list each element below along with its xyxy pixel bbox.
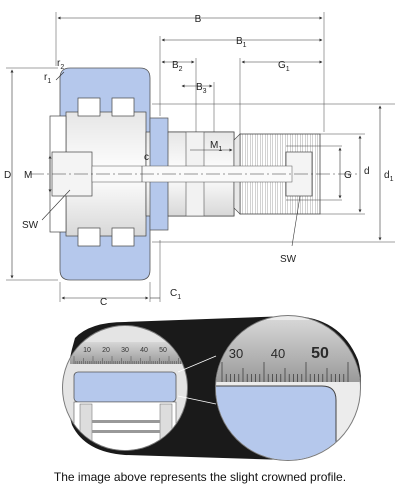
small-magnifier: 10 20 30 40 50 [63, 326, 187, 450]
ruler-large-label: 30 [229, 346, 243, 361]
leader-SW-right [291, 195, 301, 247]
ruler-small-label: 10 [83, 347, 91, 354]
leader-r1 [55, 71, 65, 81]
label-d: d [364, 166, 370, 177]
label-B2: B2 [172, 60, 183, 73]
crowned-profile-detail: 10 20 30 40 50 30 40 50 [62, 315, 361, 461]
ruler-small-label: 50 [159, 347, 167, 354]
label-r1: r1 [44, 72, 51, 85]
caption: The image above represents the slight cr… [53, 470, 347, 484]
label-B1: B1 [236, 36, 247, 49]
label-G: G [344, 170, 352, 181]
extension-lines [6, 12, 395, 302]
leader-SW-left [41, 189, 71, 221]
ruler-small [70, 342, 187, 364]
label-C1: C1 [170, 288, 181, 301]
bearing-section [30, 67, 360, 281]
connector-line-bottom [177, 395, 217, 405]
dimension-lines [10, 16, 382, 300]
label-M: M [24, 170, 32, 181]
label-d1: d1 [384, 170, 394, 183]
needle-roller-upper-left [77, 97, 101, 117]
label-D: D [4, 170, 11, 181]
label-B: B [195, 14, 202, 25]
needle-roller-lower-left [77, 227, 101, 247]
label-M1: M1 [210, 140, 222, 153]
label-B3: B3 [196, 82, 207, 95]
label-SW-right: SW [280, 254, 297, 265]
needle-roller-lower-right [111, 227, 135, 247]
roller-large [216, 385, 337, 460]
connector-line-top [177, 355, 217, 373]
label-SW-left: SW [22, 220, 39, 231]
ruler-small-label: 20 [102, 347, 110, 354]
needle-roller-upper-right [111, 97, 135, 117]
ruler-small-label: 40 [140, 347, 148, 354]
large-magnifier: 30 40 50 [216, 316, 360, 460]
label-r2: r2 [57, 58, 64, 71]
ruler-large-label: 50 [311, 345, 329, 362]
ruler-large-label: 40 [271, 346, 285, 361]
label-G1: G1 [278, 60, 290, 73]
label-c: c [144, 152, 149, 163]
dimension-labels: B B1 B2 B3 G1 r2 r1 D M M1 c G d d1 SW S… [4, 14, 394, 308]
cam-follower-diagram: B B1 B2 B3 G1 r2 r1 D M M1 c G d d1 SW S… [4, 12, 395, 461]
ruler-small-label: 30 [121, 347, 129, 354]
label-C: C [100, 297, 107, 308]
roller-small [73, 371, 177, 403]
